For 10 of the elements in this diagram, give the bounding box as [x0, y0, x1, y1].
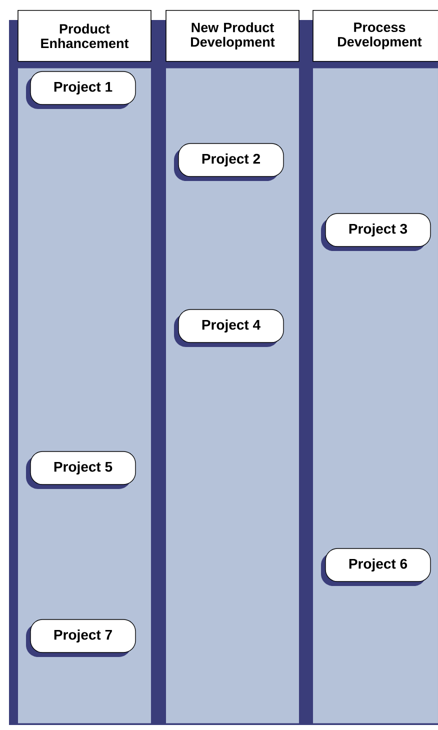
- project-card: Project 5: [26, 451, 136, 489]
- lane-header: Process Development: [312, 10, 438, 62]
- project-card: Project 2: [174, 143, 284, 181]
- project-card: Project 7: [26, 619, 136, 657]
- project-card: Project 3: [321, 213, 431, 251]
- lane-header: Product Enhancement: [18, 10, 152, 62]
- lane-header: New Product Development: [166, 10, 300, 62]
- project-card: Project 6: [321, 548, 431, 586]
- project-card: Project 1: [26, 71, 136, 109]
- project-card: Project 4: [174, 309, 284, 347]
